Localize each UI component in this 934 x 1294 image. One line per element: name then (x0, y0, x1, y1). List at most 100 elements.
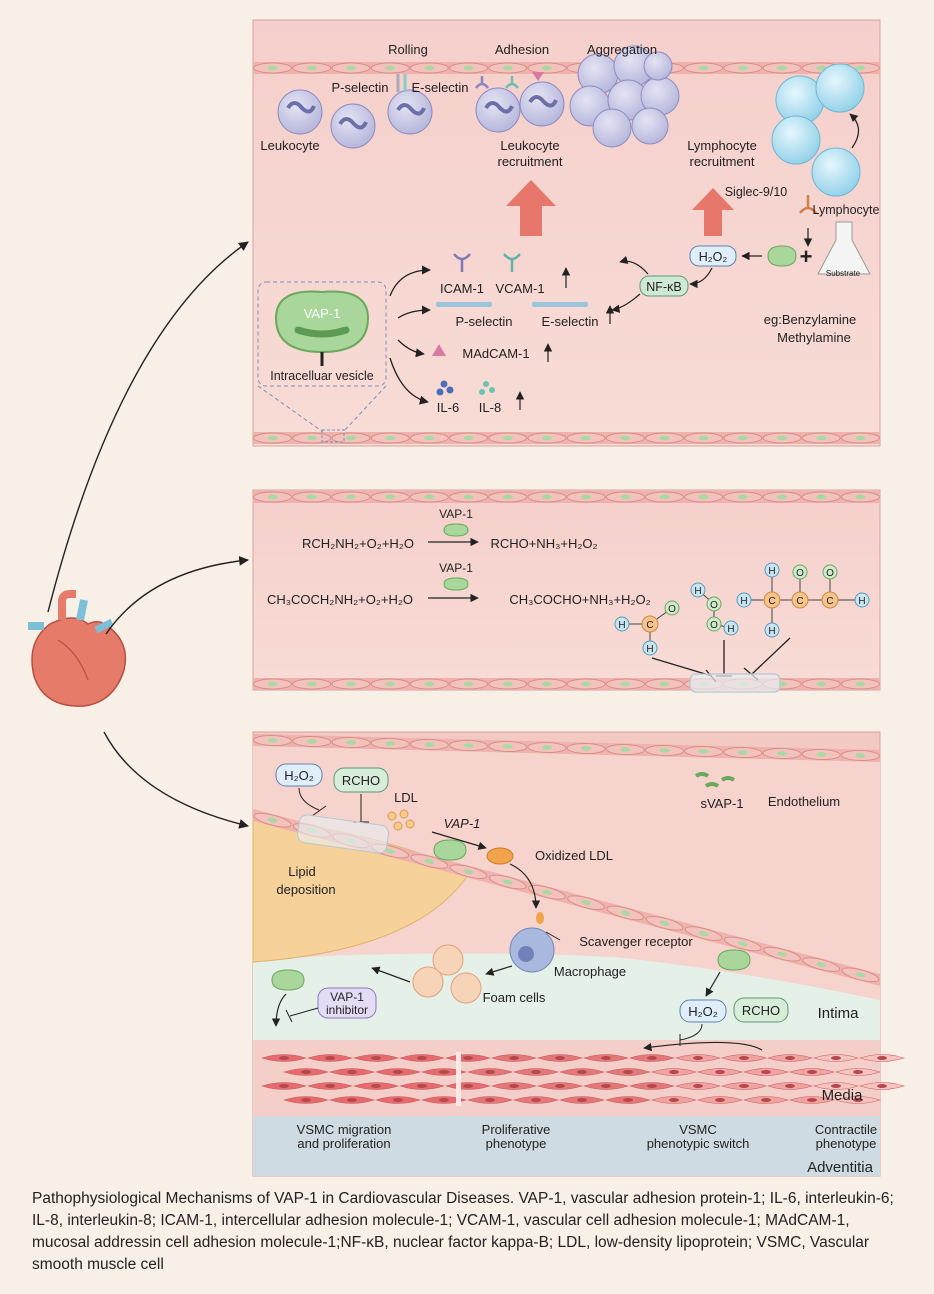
proliferative-label-1: Proliferative (482, 1122, 551, 1137)
leukocyte-label: Leukocyte (260, 138, 319, 153)
media-region (253, 1040, 880, 1116)
vcam1-label: VCAM-1 (495, 281, 544, 296)
phenotypic-switch-label-1: VSMC (679, 1122, 717, 1137)
panel-enzymatic-reactions: VAP-1 RCH₂NH₂+O₂+H₂O RCHO+NH₃+H₂O₂ VAP-1… (252, 489, 881, 693)
rcho-label-1: RCHO (342, 773, 380, 788)
substrate-flask-icon (817, 221, 871, 275)
reaction-1-substrates: RCH₂NH₂+O₂+H₂O (302, 536, 414, 551)
svg-text:H: H (618, 620, 625, 631)
vessel-wall-bottom (253, 678, 880, 690)
lipid-label-1: Lipid (288, 864, 315, 879)
svg-text:O: O (668, 604, 676, 615)
svg-text:C: C (646, 620, 653, 631)
contractile-label-1: Contractile (815, 1122, 877, 1137)
vap1-enzyme-label-1: VAP-1 (439, 507, 473, 521)
aggregation-cluster (569, 45, 680, 148)
phenotypic-switch-label-2: phenotypic switch (647, 1136, 750, 1151)
vap1-inhibitor-label-2: inhibitor (326, 1003, 368, 1017)
reaction-1-products: RCHO+NH₃+H₂O₂ (490, 536, 597, 551)
lymphocyte-recruitment-label-1: Lymphocyte (687, 138, 757, 153)
panel-connector-arrows (47, 241, 249, 829)
example-label-2: Methylamine (777, 330, 851, 345)
h2o2-box-1 (275, 763, 323, 787)
leukocyte-recruitment-label-2: recruitment (497, 154, 562, 169)
selectin-receptors (396, 72, 544, 92)
nfkb-label: NF-κB (646, 280, 681, 294)
rcho-box-1 (333, 767, 389, 793)
svap1-label: sVAP-1 (700, 796, 743, 811)
panel-atherosclerosis: H₂O₂ RCHO LDL VAP-1 Oxidized LDL sVAP-1 … (252, 731, 905, 1177)
example-label-1: eg:Benzylamine (764, 312, 857, 327)
h2o2-box (689, 245, 737, 267)
contractile-label-2: phenotype (816, 1136, 877, 1151)
substrate-label: Substrate (826, 269, 861, 278)
vap1-protein-icon (274, 290, 370, 354)
svg-text:C: C (826, 596, 833, 607)
vsmc-migration-label-2: and proliferation (297, 1136, 390, 1151)
recruitment-up-arrow-left (506, 180, 556, 236)
svg-text:H: H (858, 596, 865, 607)
vessel-wall-top (253, 491, 880, 503)
svg-text:H: H (768, 566, 775, 577)
il8-label: IL-8 (479, 400, 501, 415)
rcho-box-2 (733, 997, 789, 1023)
svg-text:C: C (796, 596, 803, 607)
vsmc-migration-label-1: VSMC migration (297, 1122, 392, 1137)
heart-icon (28, 590, 127, 707)
molecule-hydrogen-peroxide (690, 582, 739, 636)
nfkb-box (639, 275, 689, 297)
lipid-label-2: deposition (276, 882, 335, 897)
figure-caption: Pathophysiological Mechanisms of VAP-1 i… (32, 1190, 894, 1273)
macrophage-label: Macrophage (554, 964, 626, 979)
vap1-mechanism-figure: Rolling Adhesion Aggregation P-selectin … (28, 19, 905, 1177)
vap1-label-3: VAP-1 (444, 816, 481, 831)
p-selectin-molecule-label: P-selectin (455, 314, 512, 329)
vap1-enzyme-label-2: VAP-1 (439, 561, 473, 575)
plus-sign: + (800, 244, 813, 269)
svg-text:H: H (768, 626, 775, 637)
leukocyte-recruitment-label-1: Leukocyte (500, 138, 559, 153)
upregulation-arrows (515, 267, 615, 410)
svg-text:O: O (710, 600, 718, 611)
intracellular-vesicle-label: Intracelluar vesicle (270, 369, 374, 383)
media-label: Media (822, 1087, 864, 1104)
molecule-formaldehyde (614, 600, 680, 656)
intima-region (253, 953, 880, 1060)
reaction-2-products: CH₃COCHO+NH₃+H₂O₂ (509, 592, 650, 607)
svg-text:O: O (826, 568, 834, 579)
e-selectin-label: E-selectin (411, 80, 468, 95)
adhesion-label: Adhesion (495, 42, 549, 57)
vessel-wall-top (253, 62, 880, 74)
oxidized-ldl-label: Oxidized LDL (535, 848, 613, 863)
endothelium-label: Endothelium (768, 794, 840, 809)
reaction-2-substrates: CH₃COCH₂NH₂+O₂+H₂O (267, 592, 413, 607)
siglec-label: Siglec-9/10 (725, 185, 788, 199)
vap1-label: VAP-1 (304, 306, 341, 321)
lymphocyte-cells (771, 63, 865, 214)
svg-text:O: O (710, 620, 718, 631)
inhibition-lines (651, 637, 791, 693)
aggregation-label: Aggregation (587, 42, 657, 57)
e-selectin-molecule-label: E-selectin (541, 314, 598, 329)
foam-cells (412, 944, 482, 1004)
p-selectin-label: P-selectin (331, 80, 388, 95)
lymphocyte-label: Lymphocyte (813, 203, 880, 217)
oxidized-ldl-particle (486, 847, 514, 865)
endothelium-lower (253, 809, 880, 986)
svg-text:C: C (768, 596, 775, 607)
vap1-inhibitor-box (317, 987, 377, 1019)
svg-text:H: H (646, 644, 653, 655)
madcam1-label: MAdCAM-1 (462, 346, 529, 361)
proliferative-label-2: phenotype (486, 1136, 547, 1151)
h2o2-label-1: H₂O₂ (284, 768, 314, 783)
il6-label: IL-6 (437, 400, 459, 415)
adhesion-molecules (432, 253, 588, 396)
vap1-zoom-box (257, 281, 387, 387)
svg-text:H: H (694, 586, 701, 597)
vap1-inhibitor-label-1: VAP-1 (330, 990, 364, 1004)
svg-text:H: H (727, 624, 734, 635)
adventitia-region (253, 1116, 880, 1176)
svg-text:O: O (796, 568, 804, 579)
h2o2-label-2: H₂O₂ (688, 1004, 718, 1019)
